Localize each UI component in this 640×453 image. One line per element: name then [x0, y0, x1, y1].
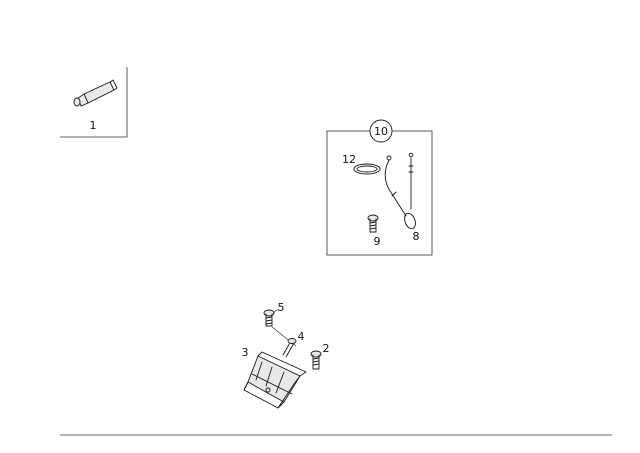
sealant-tube-icon — [73, 79, 118, 107]
oil-pan-group[interactable]: 5 4 2 3 — [242, 301, 330, 409]
pan-bolt-right-icon — [310, 350, 322, 370]
callout-9: 9 — [374, 235, 381, 248]
sealant-tube-group[interactable]: 1 — [60, 67, 128, 138]
tube-frame — [60, 67, 128, 138]
callout-12: 12 — [342, 153, 356, 166]
oil-pan-icon — [243, 351, 307, 409]
pan-bolt-upper-icon — [263, 309, 275, 327]
callout-8: 8 — [413, 230, 420, 243]
callout-5: 5 — [278, 301, 285, 314]
callout-4: 4 — [298, 330, 305, 343]
callout-3: 3 — [242, 346, 249, 359]
callout-10: 10 — [374, 125, 388, 138]
dipstick-kit-group[interactable]: 10 12 8 9 — [326, 119, 433, 256]
callout-2: 2 — [323, 342, 330, 355]
kit-bolt-icon — [367, 214, 379, 233]
o-ring-icon — [353, 163, 381, 175]
callout-1: 1 — [90, 119, 97, 132]
dipstick-icon — [404, 152, 416, 230]
drain-plug-icon — [282, 338, 297, 358]
guide-tube-icon — [384, 155, 407, 217]
callout-10-circle — [369, 119, 393, 143]
